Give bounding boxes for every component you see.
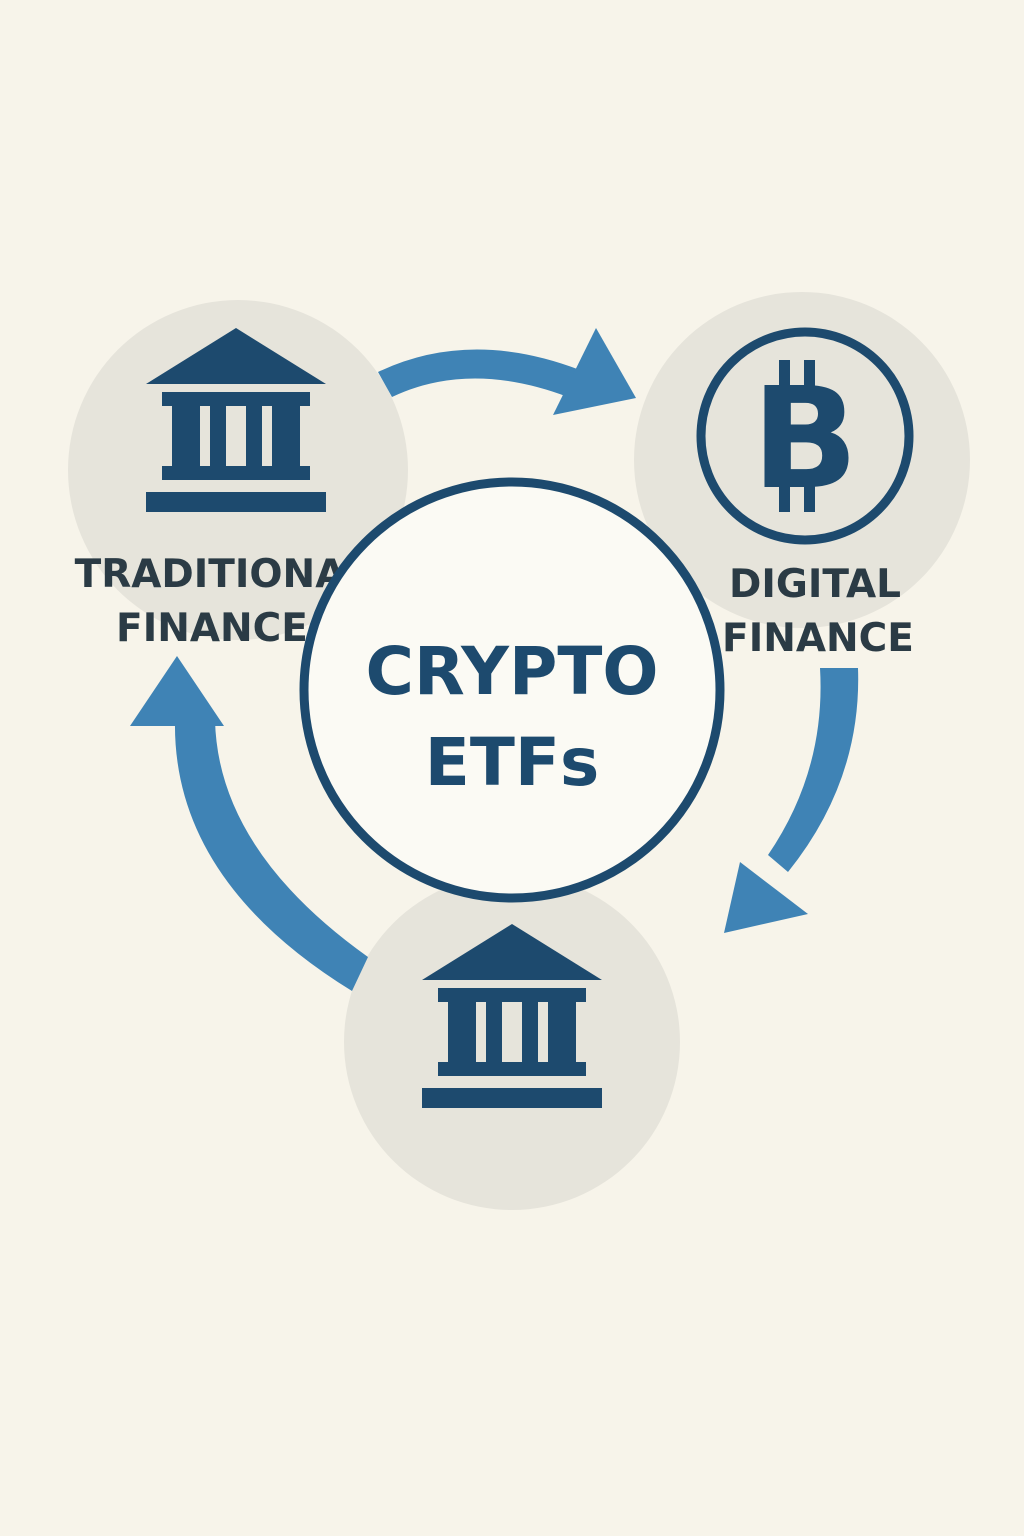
crypto-etfs-center: [299, 477, 725, 903]
bitcoin-icon: B: [696, 327, 914, 545]
arrow-bottom-to-traditional: [130, 656, 368, 991]
center-title-line2: ETFs: [425, 724, 599, 801]
center-title-line1: CRYPTO: [366, 633, 659, 710]
digital-finance-label-line2: FINANCE: [722, 616, 914, 661]
digital-finance-label-line1: DIGITAL: [729, 562, 901, 607]
bottom-bank-node: [344, 874, 680, 1210]
traditional-finance-label-line1: TRADITIONA: [75, 552, 346, 597]
arrow-traditional-to-digital: [378, 328, 636, 415]
arrow-digital-to-bottom: [724, 668, 859, 933]
traditional-finance-label-line2: FINANCE: [116, 606, 308, 651]
